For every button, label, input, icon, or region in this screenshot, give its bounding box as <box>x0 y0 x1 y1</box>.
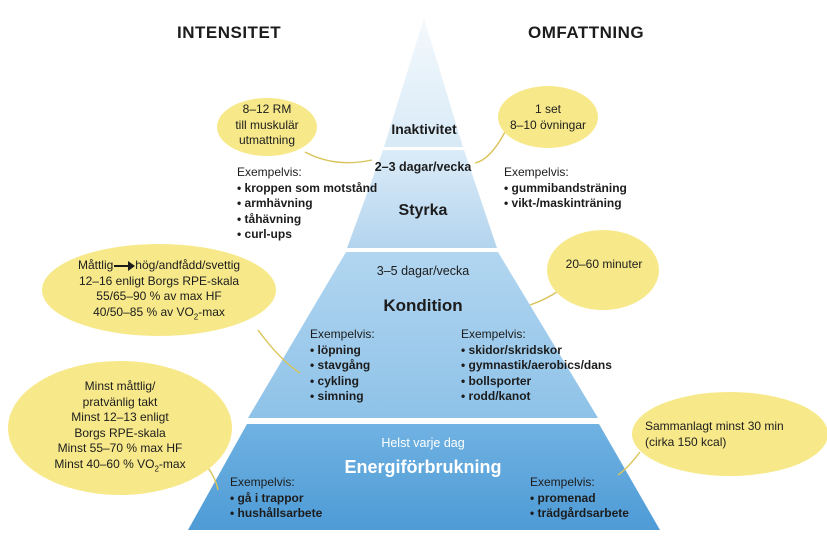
bubble-energy-left-shape <box>8 361 232 495</box>
subscript: 2 <box>154 463 159 473</box>
bubble-line: 8–10 övningar <box>509 117 587 132</box>
example-item: skidor/skridskor <box>461 343 612 359</box>
bubble-line: 40/50–85 % av VO2-max <box>52 305 266 325</box>
bubble-line: Minst 12–13 enligt <box>71 410 169 424</box>
example-item: rodd/kanot <box>461 389 612 405</box>
example-item: löpning <box>310 343 375 359</box>
bubble-energy-right: Sammanlagt minst 30 min (cirka 150 kcal) <box>645 419 819 450</box>
example-item: armhävning <box>237 196 377 212</box>
example-item: hushållsarbete <box>230 506 323 522</box>
arrow-right-icon <box>113 260 136 271</box>
bubble-fitness-left: Måttlig hög/andfådd/svettig 12–16 enligt … <box>52 258 266 324</box>
tier-energy-frequency: Helst varje dag <box>381 436 465 450</box>
connector-inactivity-left <box>304 151 373 164</box>
tier-strength-title: Styrka <box>398 202 448 219</box>
tier-inactivity-shape <box>384 18 463 147</box>
example-item: curl-ups <box>237 227 377 243</box>
subscript: 2 <box>193 311 199 321</box>
bubble-line: Minst 40–60 % VO2-max <box>14 457 226 477</box>
example-item: vikt-/maskinträning <box>504 196 627 212</box>
bubble-fitness-left-shape <box>42 244 276 336</box>
strength-examples-right: Exempelvis: gummibandsträning vikt-/mask… <box>504 165 627 212</box>
header-intensity: INTENSITET <box>177 23 282 42</box>
tier-strength-shape <box>347 150 497 248</box>
tier-fitness-frequency: 3–5 dagar/vecka <box>376 264 470 278</box>
bubble-line: (cirka 150 kcal) <box>645 434 727 449</box>
fitness-examples-left: Exempelvis: löpning stavgång cykling sim… <box>310 327 375 405</box>
examples-label: Exempelvis: <box>530 475 595 489</box>
fitness-examples-right: Exempelvis: skidor/skridskor gymnastik/a… <box>461 327 612 405</box>
tier-energy-title: Energiförbrukning <box>344 457 502 477</box>
bubble-energy-right-shape <box>632 392 827 476</box>
bubble-text: 40/50–85 % av VO <box>93 304 194 319</box>
bubble-line: 1 set <box>534 102 561 116</box>
energy-examples-left: Exempelvis: gå i trappor hushållsarbete <box>230 475 322 522</box>
tier-strength-frequency: 2–3 dagar/vecka <box>374 160 472 174</box>
energy-examples-right: Exempelvis: promenad trädgårdsarbete <box>530 475 629 522</box>
bubble-line: till muskulär <box>235 117 299 132</box>
bubble-line: Minst måttlig/ <box>84 379 156 393</box>
connector-fitness-right <box>529 289 561 306</box>
bubble-line: Borgs RPE-skala <box>74 425 166 440</box>
bubble-line: pratvänlig takt <box>82 394 158 409</box>
strength-examples-left: Exempelvis: kroppen som motstånd armhävn… <box>237 165 377 243</box>
bubble-fitness-right: 20–60 minuter <box>552 257 656 273</box>
example-item: bollsporter <box>461 374 612 390</box>
example-item: kroppen som motstånd <box>237 181 378 197</box>
example-item: simning <box>310 389 375 405</box>
bubble-line: Måttlig hög/andfådd/svettig <box>52 258 266 274</box>
examples-label: Exempelvis: <box>230 475 295 489</box>
header-volume: OMFATTNING <box>528 23 645 42</box>
examples-label: Exempelvis: <box>504 165 569 179</box>
example-item: trädgårdsarbete <box>530 506 629 522</box>
bubble-inactivity-right: 1 set 8–10 övningar <box>498 102 598 133</box>
example-item: gå i trappor <box>230 491 322 507</box>
bubble-line: utmattning <box>238 133 296 147</box>
bubble-fitness-right-shape <box>547 230 659 310</box>
bubble-line: 20–60 minuter <box>565 257 643 271</box>
example-item: gummibandsträning <box>504 181 627 197</box>
example-item: promenad <box>530 491 629 507</box>
bubble-line: 8–12 RM <box>242 102 292 116</box>
bubble-inactivity-left: 8–12 RM till muskulär utmattning <box>217 102 317 149</box>
bubble-line: Sammanlagt minst 30 min <box>645 419 784 433</box>
examples-label: Exempelvis: <box>237 165 302 179</box>
bubble-energy-left: Minst måttlig/ pratvänlig takt Minst 12–… <box>14 379 226 476</box>
example-item: stavgång <box>310 358 375 374</box>
bubble-text: -max <box>198 304 225 319</box>
bubble-text: -max <box>158 456 186 471</box>
bubble-line: 12–16 enligt Borgs RPE-skala <box>78 273 240 288</box>
bubble-line: Minst 55–70 % max HF <box>57 441 183 455</box>
examples-label: Exempelvis: <box>461 327 526 341</box>
bubble-line: 55/65–90 % av max HF <box>96 289 222 303</box>
connector-energy-right <box>617 451 641 476</box>
example-item: gymnastik/aerobics/dans <box>461 358 612 374</box>
tier-fitness-title: Kondition <box>383 296 463 315</box>
bubble-text: Måttlig <box>77 258 114 272</box>
bubble-text: hög/andfådd/svettig <box>135 258 241 272</box>
bubble-inactivity-left-shape <box>217 98 317 156</box>
tier-inactivity-title: Inaktivitet <box>391 121 457 137</box>
examples-label: Exempelvis: <box>310 327 375 341</box>
connector-inactivity-right <box>474 131 506 164</box>
bubble-text: Minst 40–60 % VO <box>54 456 155 471</box>
connector-fitness-left <box>257 329 301 374</box>
bubble-inactivity-right-shape <box>498 86 598 148</box>
example-item: cykling <box>310 374 375 390</box>
example-item: tåhävning <box>237 212 377 228</box>
